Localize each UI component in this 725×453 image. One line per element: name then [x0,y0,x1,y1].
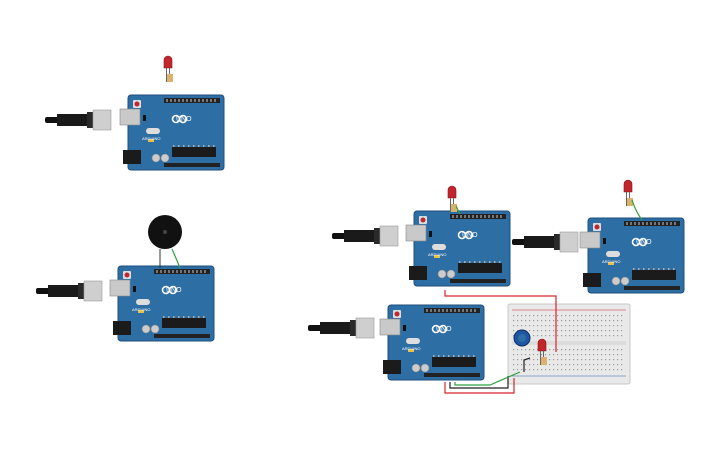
led-4[interactable] [623,179,634,207]
arduino-board-2[interactable]: UNO ARDUINO [35,215,215,342]
potentiometer[interactable] [513,329,531,347]
piezo-buzzer[interactable] [148,215,182,269]
wires [444,290,557,394]
usb-cable-1[interactable] [44,109,112,131]
board-brand-text: ARDUINO [428,252,446,257]
board-logo-text: UNO [166,287,182,294]
usb-cable-4[interactable] [511,231,579,253]
arduino-board-5[interactable]: UNO ARDUINO [307,304,485,381]
usb-cable-3[interactable] [331,225,399,247]
board-brand-text: ARDUINO [402,346,420,351]
usb-cable-2[interactable] [35,280,103,302]
board-brand-text: ARDUINO [142,136,160,141]
arduino-board-1[interactable]: UNO ARDUINO [44,55,225,171]
board-logo-text: UNO [462,232,478,239]
board-logo-text: UNO [176,116,192,123]
board-brand-text: ARDUINO [602,259,620,264]
led-3[interactable] [447,185,458,213]
arduino-board-4[interactable]: UNO ARDUINO [511,179,685,294]
board-logo-text: UNO [636,239,652,246]
usb-cable-5[interactable] [307,317,375,339]
led-1[interactable] [163,55,174,83]
board-brand-text: ARDUINO [132,307,150,312]
board-logo-text: UNO [436,326,452,333]
breadboard[interactable] [507,303,631,385]
arduino-board-3[interactable]: UNO ARDUINO [331,185,511,287]
